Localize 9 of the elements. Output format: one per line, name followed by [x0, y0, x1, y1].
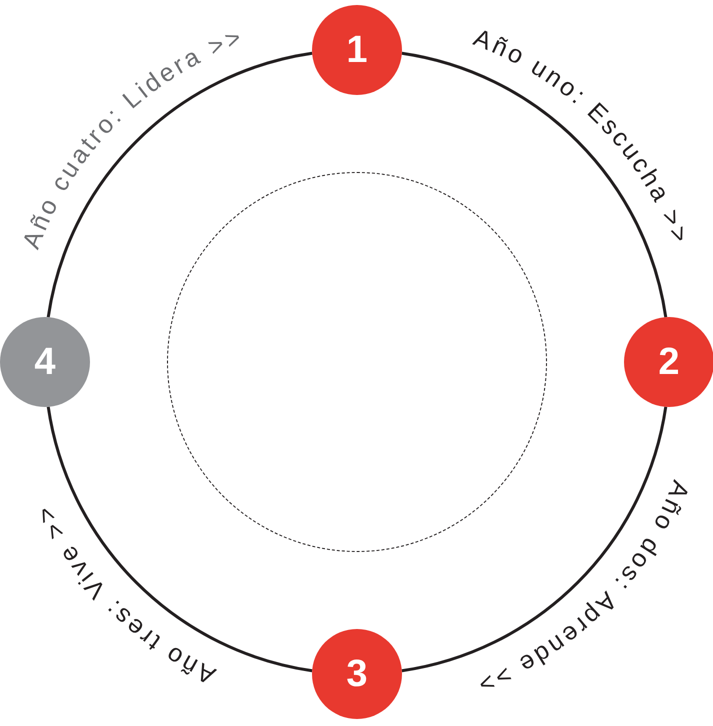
step-number: 1 [346, 28, 368, 72]
step-number: 4 [34, 340, 56, 384]
dashed-circle [167, 172, 547, 552]
circle-arc [46, 406, 312, 672]
step-number: 3 [346, 652, 368, 696]
circle-arc [402, 406, 668, 672]
step-number: 2 [658, 340, 680, 384]
circle-arc [402, 52, 668, 318]
circle-arc [46, 52, 312, 318]
